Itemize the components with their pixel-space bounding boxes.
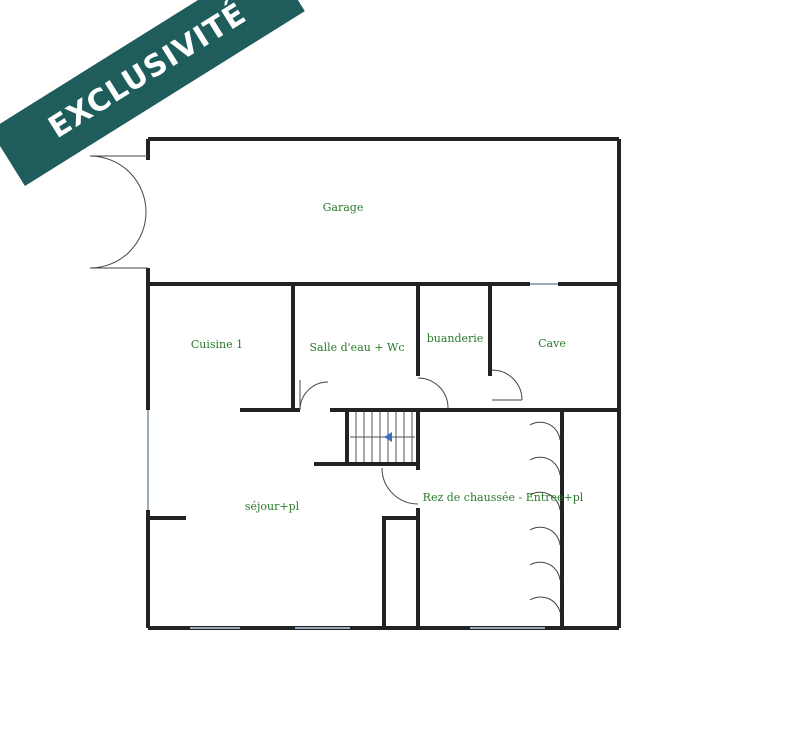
- room-label-sejour: séjour+pl: [245, 500, 300, 513]
- doors: [89, 155, 561, 613]
- stairs: [350, 412, 415, 462]
- room-label-buanderie: buanderie: [427, 332, 484, 345]
- windows: [147, 283, 558, 629]
- room-label-entree: Rez de chaussée - Entree+pl: [423, 491, 584, 504]
- room-label-garage: Garage: [323, 201, 364, 214]
- room-label-cave: Cave: [538, 337, 566, 350]
- stair-arrow-icon: [384, 432, 392, 442]
- room-label-salle-eau: Salle d'eau + Wc: [309, 341, 404, 354]
- walls: [146, 137, 621, 630]
- room-label-cuisine: Cuisine 1: [191, 338, 243, 351]
